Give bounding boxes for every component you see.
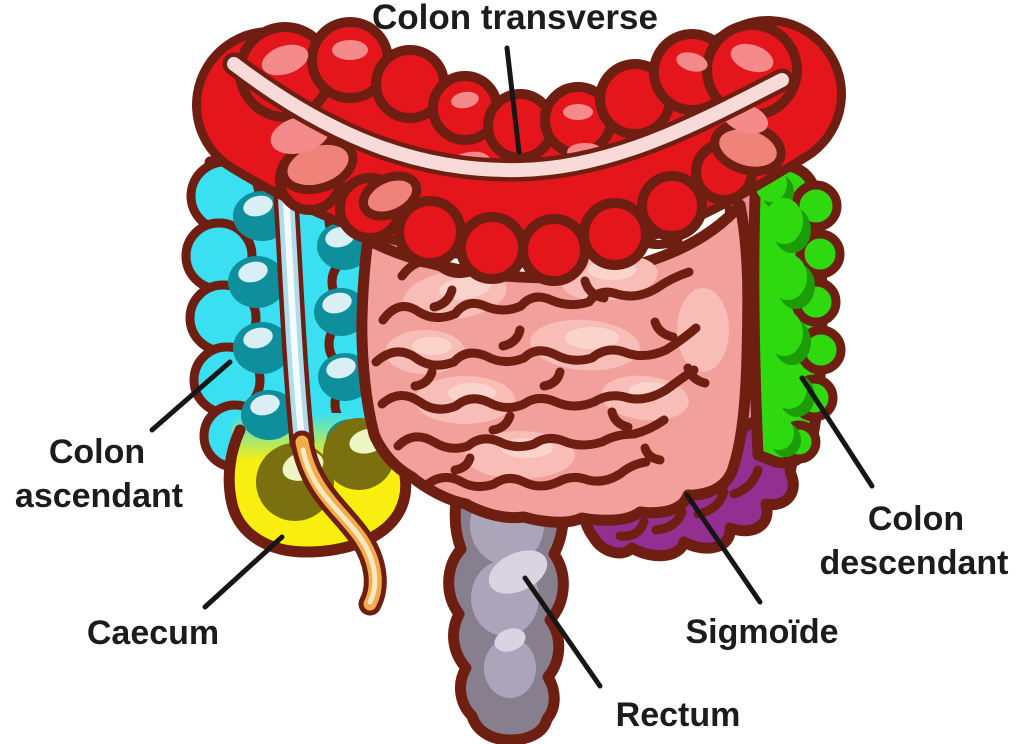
leader-line-ascendant <box>149 359 233 433</box>
leader-line-caecum <box>202 534 285 610</box>
leader-line-transverse <box>504 45 522 155</box>
label-colon-descendant-line1: Colon <box>868 500 964 538</box>
small-intestine <box>356 199 754 528</box>
descending-colon <box>748 159 846 469</box>
label-colon-ascendant-line2: ascendant <box>15 477 183 515</box>
label-sigmoide: Sigmoïde <box>685 613 838 651</box>
appendix-shape <box>271 153 387 616</box>
label-colon-descendant-line2: descendant <box>820 544 1009 582</box>
leader-line-sigmoide <box>684 492 763 605</box>
transverse-colon <box>192 16 846 286</box>
label-rectum: Rectum <box>616 696 741 734</box>
label-colon-transverse: Colon transverse <box>372 0 658 37</box>
leader-lines <box>149 45 875 689</box>
labels: Colon transverse Colon ascendant Caecum … <box>15 0 1009 734</box>
label-caecum: Caecum <box>87 614 219 652</box>
label-colon-ascendant-line1: Colon <box>49 433 145 471</box>
leader-line-rectum <box>522 575 603 689</box>
leader-line-descendant <box>799 375 875 489</box>
